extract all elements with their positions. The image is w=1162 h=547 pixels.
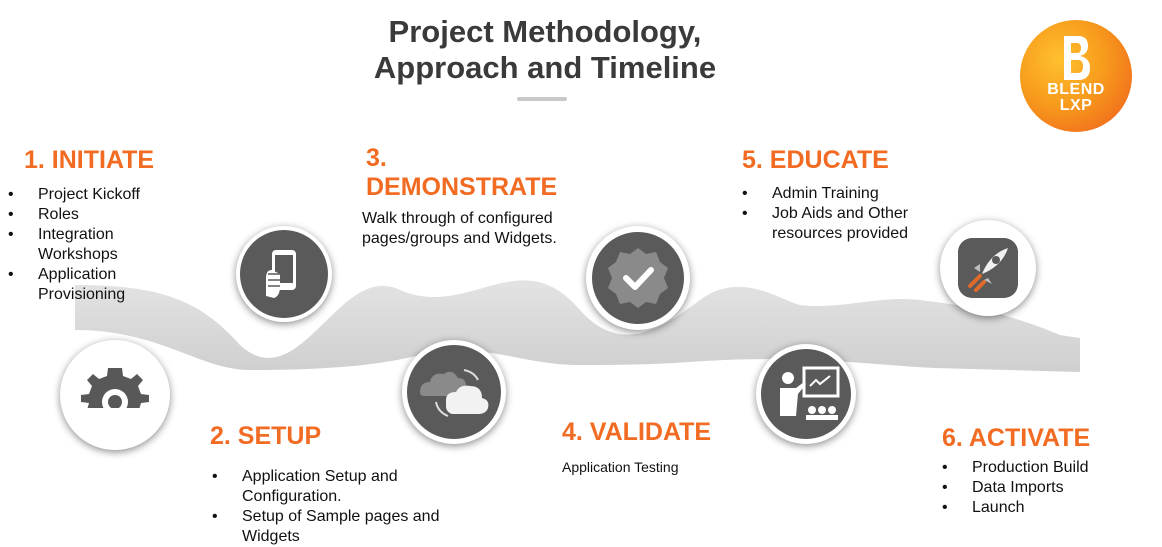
step-4-title: 4. VALIDATE — [562, 418, 712, 446]
step-1-title: 1. INITIATE — [24, 146, 155, 174]
logo-b-icon — [1064, 36, 1090, 80]
list-item: Job Aids and Other resources provided — [742, 204, 952, 244]
step-5-icon-circle — [756, 344, 856, 444]
step-3-icon-circle — [402, 340, 506, 444]
step-6-title: 6. ACTIVATE — [942, 424, 1091, 452]
wave-ribbon — [75, 280, 1080, 372]
step-5-title: 5. EDUCATE — [742, 146, 889, 174]
title-line-2: Approach and Timeline — [373, 50, 717, 85]
list-item: Launch — [942, 498, 1142, 518]
checkmark-badge-icon — [592, 232, 684, 324]
rocket-icon — [958, 238, 1018, 298]
list-item: Application Setup and Configuration. — [212, 467, 452, 507]
step-4-description: Application Testing — [562, 459, 679, 475]
logo-text-line1: BLEND — [1047, 81, 1105, 98]
step-1-bullets: Project Kickoff Roles Integration Worksh… — [8, 185, 208, 305]
list-item: Production Build — [942, 458, 1142, 478]
list-item: Admin Training — [742, 184, 962, 204]
step-2-title: 2. SETUP — [210, 422, 322, 450]
page-title: Project Methodology, Approach and Timeli… — [0, 14, 1090, 86]
step-3-title-number: 3. — [366, 144, 387, 172]
list-item: Integration Workshops — [8, 225, 158, 265]
step-6-bullets: Production Build Data Imports Launch — [942, 458, 1142, 518]
list-item: Application Provisioning — [8, 265, 158, 305]
step-6-icon-circle — [940, 220, 1036, 316]
step-2-icon-circle — [236, 226, 332, 322]
cloud-sync-icon — [407, 345, 501, 439]
logo-text-line2: LXP — [1059, 97, 1093, 114]
list-item: Setup of Sample pages and Widgets — [212, 507, 452, 547]
step-2-bullets: Application Setup and Configuration. Set… — [212, 467, 472, 547]
title-line-1: Project Methodology, — [388, 14, 702, 49]
presenter-icon — [761, 349, 851, 439]
mobile-hand-icon — [240, 230, 328, 318]
step-5-bullets: Admin Training Job Aids and Other resour… — [742, 184, 962, 244]
step-3-title: DEMONSTRATE — [366, 173, 558, 201]
title-divider — [517, 97, 567, 101]
list-item: Project Kickoff — [8, 185, 208, 205]
step-4-icon-circle — [586, 226, 690, 330]
list-item: Roles — [8, 205, 208, 225]
gear-icon — [80, 368, 150, 422]
blend-lxp-logo: BLEND LXP — [1020, 20, 1132, 132]
step-1-icon-circle — [60, 340, 170, 450]
list-item: Data Imports — [942, 478, 1142, 498]
step-3-description: Walk through of configured pages/groups … — [362, 210, 557, 247]
